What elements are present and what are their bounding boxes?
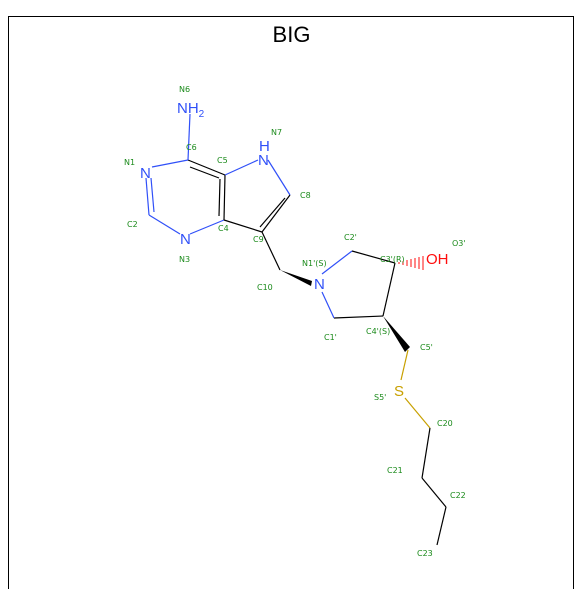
label-n7: N7 <box>271 128 282 137</box>
bond-n1-c2-double <box>150 177 155 213</box>
bond-c20-c21 <box>421 427 431 479</box>
atom-n3: N <box>180 231 191 248</box>
label-c5: C5 <box>217 156 228 165</box>
hash-c3p-o3p <box>398 256 424 270</box>
bond-n7-c8 <box>267 159 291 196</box>
label-n3: N3 <box>179 255 190 264</box>
label-c4: C4 <box>218 224 229 233</box>
label-c5p: C5' <box>420 343 433 352</box>
bond-c8-c9-double <box>259 197 286 228</box>
label-c1p: C1' <box>324 333 337 342</box>
label-c23: C23 <box>417 549 433 558</box>
atom-s: S <box>394 383 404 400</box>
diagram-frame <box>8 16 574 589</box>
bond-c6-c5 <box>187 159 226 176</box>
wedge-c10-n1p <box>280 270 312 286</box>
bond-c21-c22 <box>421 477 447 508</box>
bond-c6-n6 <box>187 113 191 161</box>
label-o3p: O3' <box>452 239 466 248</box>
label-c21: C21 <box>387 466 403 475</box>
label-c22: C22 <box>450 491 466 500</box>
atom-nh2: NH2 <box>177 100 205 120</box>
label-c2: C2 <box>127 220 138 229</box>
bond-c6-c5-double <box>189 166 220 179</box>
bond-c5p-s5p <box>400 349 409 381</box>
label-c10: C10 <box>257 283 273 292</box>
bond-c4p-c1p <box>333 315 384 319</box>
label-c9: C9 <box>253 235 264 244</box>
label-n1: N1 <box>124 158 135 167</box>
label-c4p: C4'(S) <box>366 327 390 336</box>
bond-c2p-c3p <box>351 250 396 264</box>
bond-c4-c5-double <box>218 178 221 217</box>
bond-c9-c10 <box>261 231 281 271</box>
bond-c1p-n1p <box>321 291 335 319</box>
bond-n3-c4 <box>189 219 225 235</box>
atom-n1p: N <box>314 276 325 293</box>
atom-n1: N <box>140 165 151 182</box>
bond-c22-c23 <box>436 506 447 546</box>
bond-c6-n1 <box>151 159 189 168</box>
bond-n1-c2 <box>145 177 150 216</box>
label-c3p: C3'(R) <box>380 255 405 264</box>
wedge-c4p-c5p <box>383 316 410 352</box>
atom-oh: OH <box>426 251 449 268</box>
label-n1p: N1'(S) <box>302 259 327 268</box>
label-s5p: S5' <box>374 393 386 402</box>
bond-s5p-c20 <box>404 397 431 429</box>
atom-n7: N <box>258 152 269 169</box>
bonds <box>145 113 447 546</box>
label-c2p: C2' <box>344 233 357 242</box>
bond-c4-c5 <box>223 174 226 221</box>
label-c6: C6 <box>186 143 197 152</box>
bond-c8-c9 <box>261 194 291 233</box>
bond-c3p-c4p <box>382 262 396 317</box>
bond-c9-c4 <box>223 219 263 233</box>
bond-n1p-c2p <box>321 250 353 275</box>
diagram-title: BIG <box>272 22 311 47</box>
bond-c5-n7 <box>224 159 259 176</box>
atom-n7-h: H <box>259 138 270 155</box>
label-c8: C8 <box>300 191 311 200</box>
label-c20: C20 <box>437 419 453 428</box>
bond-c2-n3 <box>148 214 181 235</box>
label-n6: N6 <box>179 85 190 94</box>
